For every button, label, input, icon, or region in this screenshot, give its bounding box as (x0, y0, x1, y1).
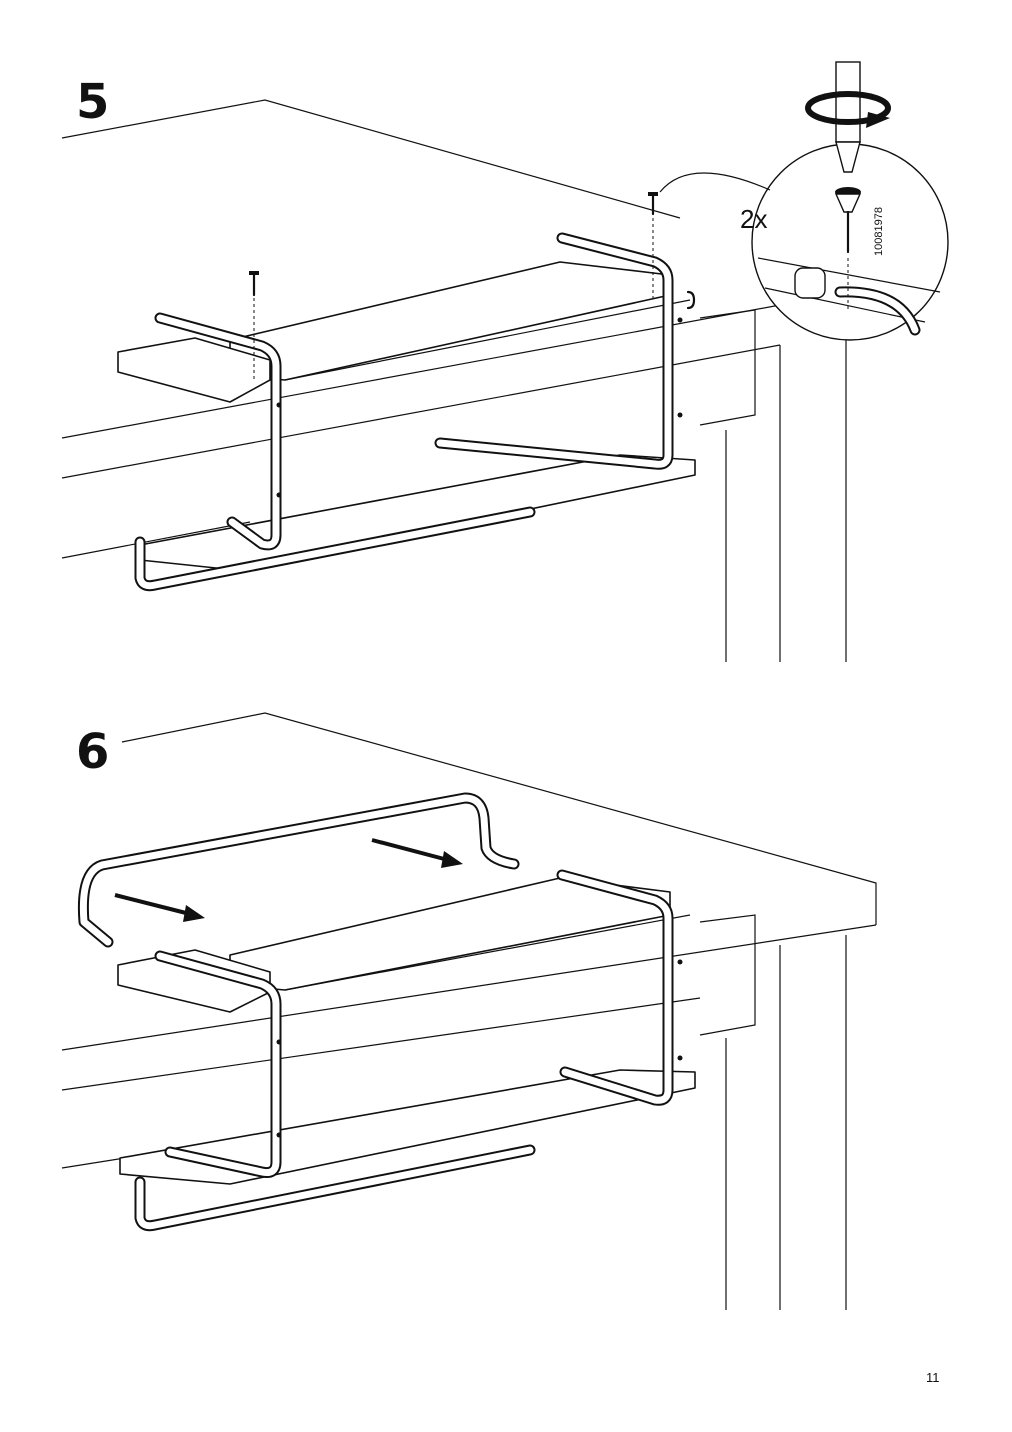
top-frame (77, 792, 520, 948)
step-6-number: 6 (76, 724, 110, 780)
page-number: 11 (926, 1370, 940, 1385)
shelf-unit (117, 232, 696, 592)
table (61, 99, 847, 662)
shelf-unit (117, 869, 696, 1232)
step-6-illustration (61, 712, 877, 1310)
screw-icon (834, 187, 862, 312)
quantity-label: 2x (740, 204, 767, 234)
part-number-label: 10081978 (873, 207, 885, 256)
detail-magnifier-icon (659, 143, 949, 341)
rotation-arrow-icon (805, 91, 891, 128)
screw-icon (648, 192, 658, 300)
screw-icon (249, 271, 259, 380)
table (61, 712, 877, 1310)
push-direction-arrow-icon (114, 893, 205, 922)
step-5-illustration: 2x 10081978 (61, 61, 949, 662)
push-direction-arrow-icon (371, 838, 463, 868)
step-5-number: 5 (76, 74, 110, 130)
screwdriver-icon (835, 61, 861, 173)
